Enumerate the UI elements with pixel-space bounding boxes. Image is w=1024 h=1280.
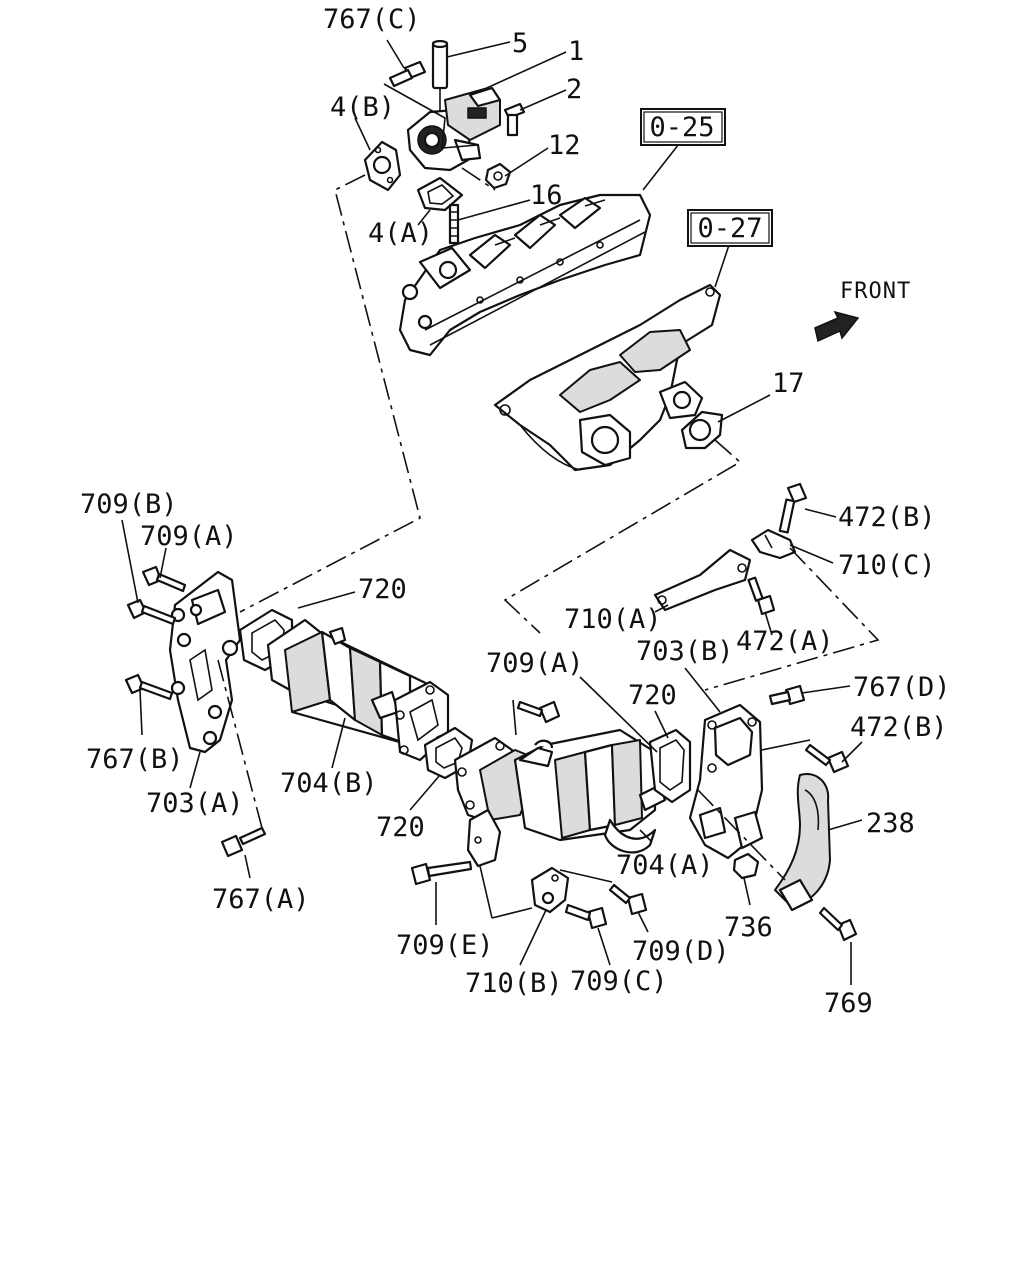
ref-box-0-27: 0-27 <box>687 209 773 247</box>
callout: 769 <box>824 988 873 1019</box>
callout: 709(D) <box>632 936 730 967</box>
callout: 4(A) <box>368 218 433 249</box>
callout: 704(A) <box>616 850 714 881</box>
callout: 709(A) <box>486 648 584 679</box>
callout: 767(C) <box>323 4 421 35</box>
bolt-709e <box>410 860 473 886</box>
bolt-767a <box>220 826 267 858</box>
bracket-710b <box>530 866 570 914</box>
callout: 704(B) <box>280 768 378 799</box>
gasket-4a <box>416 176 464 212</box>
part-16-stud <box>448 203 460 245</box>
bolt-769 <box>818 906 858 942</box>
part-5-pin <box>431 39 449 112</box>
callout: 472(B) <box>850 712 948 743</box>
bolt-472b-upper <box>778 482 808 534</box>
leader-lines <box>121 39 863 985</box>
egr-cooler-704b <box>266 618 450 762</box>
routing-lines <box>217 167 880 881</box>
bolt-472b-lower <box>804 743 850 774</box>
bolt-472a <box>747 576 776 616</box>
ref-box-0-25: 0-25 <box>640 108 726 146</box>
callout: 767(A) <box>212 884 310 915</box>
callout: 720 <box>628 680 677 711</box>
cooler-support-bracket <box>466 808 502 868</box>
callout: 709(C) <box>570 966 668 997</box>
callout: 472(A) <box>736 626 834 657</box>
callout: 767(D) <box>853 672 951 703</box>
exhaust-manifold <box>493 283 722 472</box>
callout: 720 <box>358 574 407 605</box>
callout: 5 <box>512 28 528 59</box>
front-label: FRONT <box>840 279 911 304</box>
callout: 1 <box>568 36 584 67</box>
bolt-709c <box>564 903 608 930</box>
bracket-703a <box>168 570 242 754</box>
bracket-710a <box>653 548 752 612</box>
part-2-bolt <box>503 102 526 137</box>
callout: 12 <box>548 130 581 161</box>
callout: 238 <box>866 808 915 839</box>
callout: 710(A) <box>564 604 662 635</box>
callout: 17 <box>772 368 805 399</box>
callout: 4(B) <box>330 92 395 123</box>
callout: 736 <box>724 912 773 943</box>
bolt-709d <box>608 883 648 916</box>
callout-labels: 767(C) 5 1 2 4(B) 12 16 4(A) 17 709(B) 7… <box>80 4 951 1019</box>
egr-cooler-704a <box>453 728 667 854</box>
egr-valve <box>406 86 502 172</box>
gasket-720-right <box>648 728 692 804</box>
bolt-709b <box>126 598 177 626</box>
bolt-767b <box>124 673 174 701</box>
front-arrow-icon <box>814 310 860 343</box>
callout: 703(A) <box>146 788 244 819</box>
bolt-767d <box>768 684 806 706</box>
part-12-nut <box>484 162 512 190</box>
callout: 720 <box>376 812 425 843</box>
gasket-17 <box>680 410 724 450</box>
nut-736 <box>732 852 760 880</box>
bolt-709a-left <box>141 565 187 593</box>
callout: 710(B) <box>465 968 563 999</box>
bolt-709a-middle <box>516 700 561 724</box>
ref-box-0-25-label: 0-25 <box>649 112 714 143</box>
gasket-4b <box>363 140 402 192</box>
callout: 709(A) <box>140 521 238 552</box>
part-767c-bolt <box>388 60 427 88</box>
bracket-703b <box>688 703 764 860</box>
ref-box-0-27-label: 0-27 <box>697 213 762 244</box>
bracket-710c <box>750 528 797 560</box>
callout: 472(B) <box>838 502 936 533</box>
callout: 16 <box>530 180 563 211</box>
callout: 710(C) <box>838 550 936 581</box>
heat-shield-238 <box>774 773 831 912</box>
callout: 703(B) <box>636 636 734 667</box>
callout: 2 <box>566 74 582 105</box>
callout: 709(B) <box>80 489 178 520</box>
callout: 709(E) <box>396 930 494 961</box>
intake-manifold <box>398 193 652 357</box>
callout: 767(B) <box>86 744 184 775</box>
